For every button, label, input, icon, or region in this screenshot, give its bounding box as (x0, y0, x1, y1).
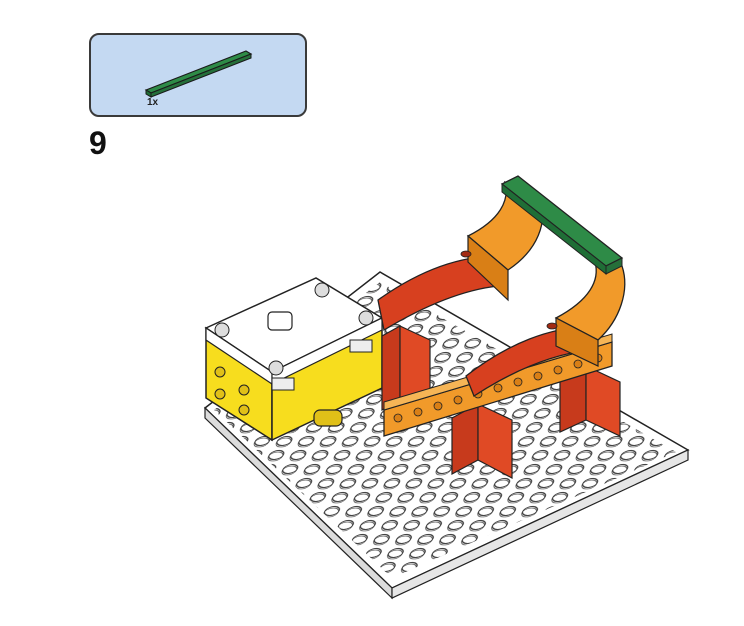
red-studs (460, 250, 558, 330)
hub-port-icon (271, 377, 295, 391)
smart-hub (204, 277, 384, 442)
parts-callout: 1x (89, 33, 307, 117)
red-support-bricks (381, 324, 621, 479)
part-quantity: 1x (147, 97, 159, 108)
green-tile-part-icon (144, 50, 253, 98)
green-tile-new-part (500, 175, 624, 276)
hub-port-icon (349, 339, 373, 353)
step-number: 9 (89, 125, 107, 161)
hub-button-icon (267, 311, 293, 331)
